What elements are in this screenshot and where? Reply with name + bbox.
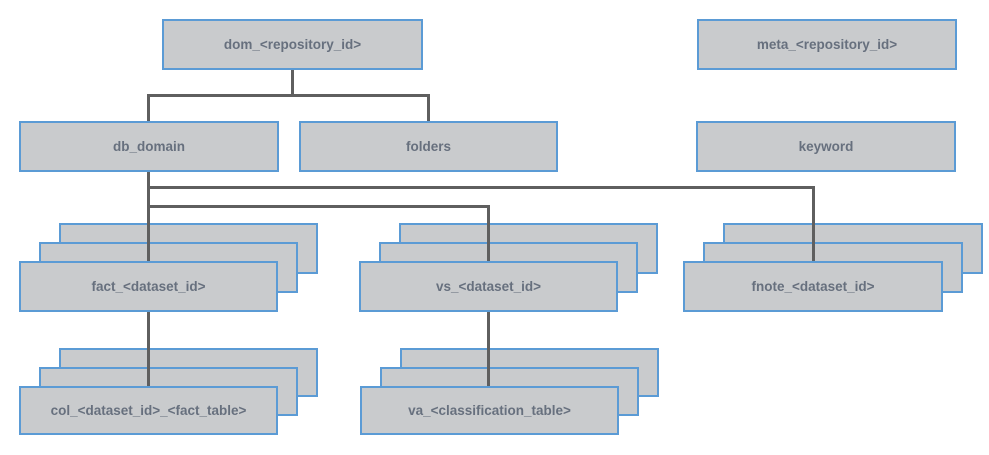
node-dom-repository: dom_<repository_id>	[162, 19, 423, 70]
node-fnote-label: fnote_<dataset_id>	[751, 279, 875, 294]
node-fact-label: fact_<dataset_id>	[91, 279, 206, 294]
node-va-classification-table: va_<classification_table>	[360, 386, 619, 435]
node-dom-label: dom_<repository_id>	[223, 37, 362, 52]
node-folders-label: folders	[405, 139, 451, 154]
edge-db-domain-to-vs-horizontal	[147, 205, 490, 208]
edge-db-domain-to-vs-vertical	[487, 205, 490, 261]
node-stack-vs: vs_<dataset_id>	[359, 223, 658, 312]
node-keyword-label: keyword	[798, 139, 854, 154]
node-stack-va: va_<classification_table>	[360, 348, 659, 435]
node-col-label: col_<dataset_id>_<fact_table>	[50, 403, 247, 418]
node-fnote-dataset: fnote_<dataset_id>	[683, 261, 943, 312]
edge-db-domain-to-fnote-vertical	[812, 186, 815, 261]
node-db-domain: db_domain	[19, 121, 279, 172]
edge-db-domain-to-fnote-horizontal	[147, 186, 815, 189]
node-va-label: va_<classification_table>	[408, 403, 571, 418]
node-vs-label: vs_<dataset_id>	[435, 279, 542, 294]
edge-to-folders	[427, 94, 430, 121]
edge-vs-to-va	[487, 312, 490, 386]
node-fact-dataset: fact_<dataset_id>	[19, 261, 278, 312]
node-stack-fact: fact_<dataset_id>	[19, 223, 318, 312]
node-keyword: keyword	[696, 121, 956, 172]
edge-to-db-domain	[147, 94, 150, 121]
node-meta-repository: meta_<repository_id>	[697, 19, 957, 70]
node-col-dataset-fact-table: col_<dataset_id>_<fact_table>	[19, 386, 278, 435]
edge-dom-down	[291, 70, 294, 95]
node-stack-col: col_<dataset_id>_<fact_table>	[19, 348, 318, 435]
node-db-domain-label: db_domain	[112, 139, 185, 154]
node-vs-dataset: vs_<dataset_id>	[359, 261, 618, 312]
node-stack-fnote: fnote_<dataset_id>	[683, 223, 983, 312]
edge-dom-children-bar	[147, 94, 430, 97]
edge-db-domain-to-fact	[147, 172, 150, 261]
edge-fact-to-col	[147, 312, 150, 386]
node-folders: folders	[299, 121, 558, 172]
node-meta-label: meta_<repository_id>	[756, 37, 898, 52]
